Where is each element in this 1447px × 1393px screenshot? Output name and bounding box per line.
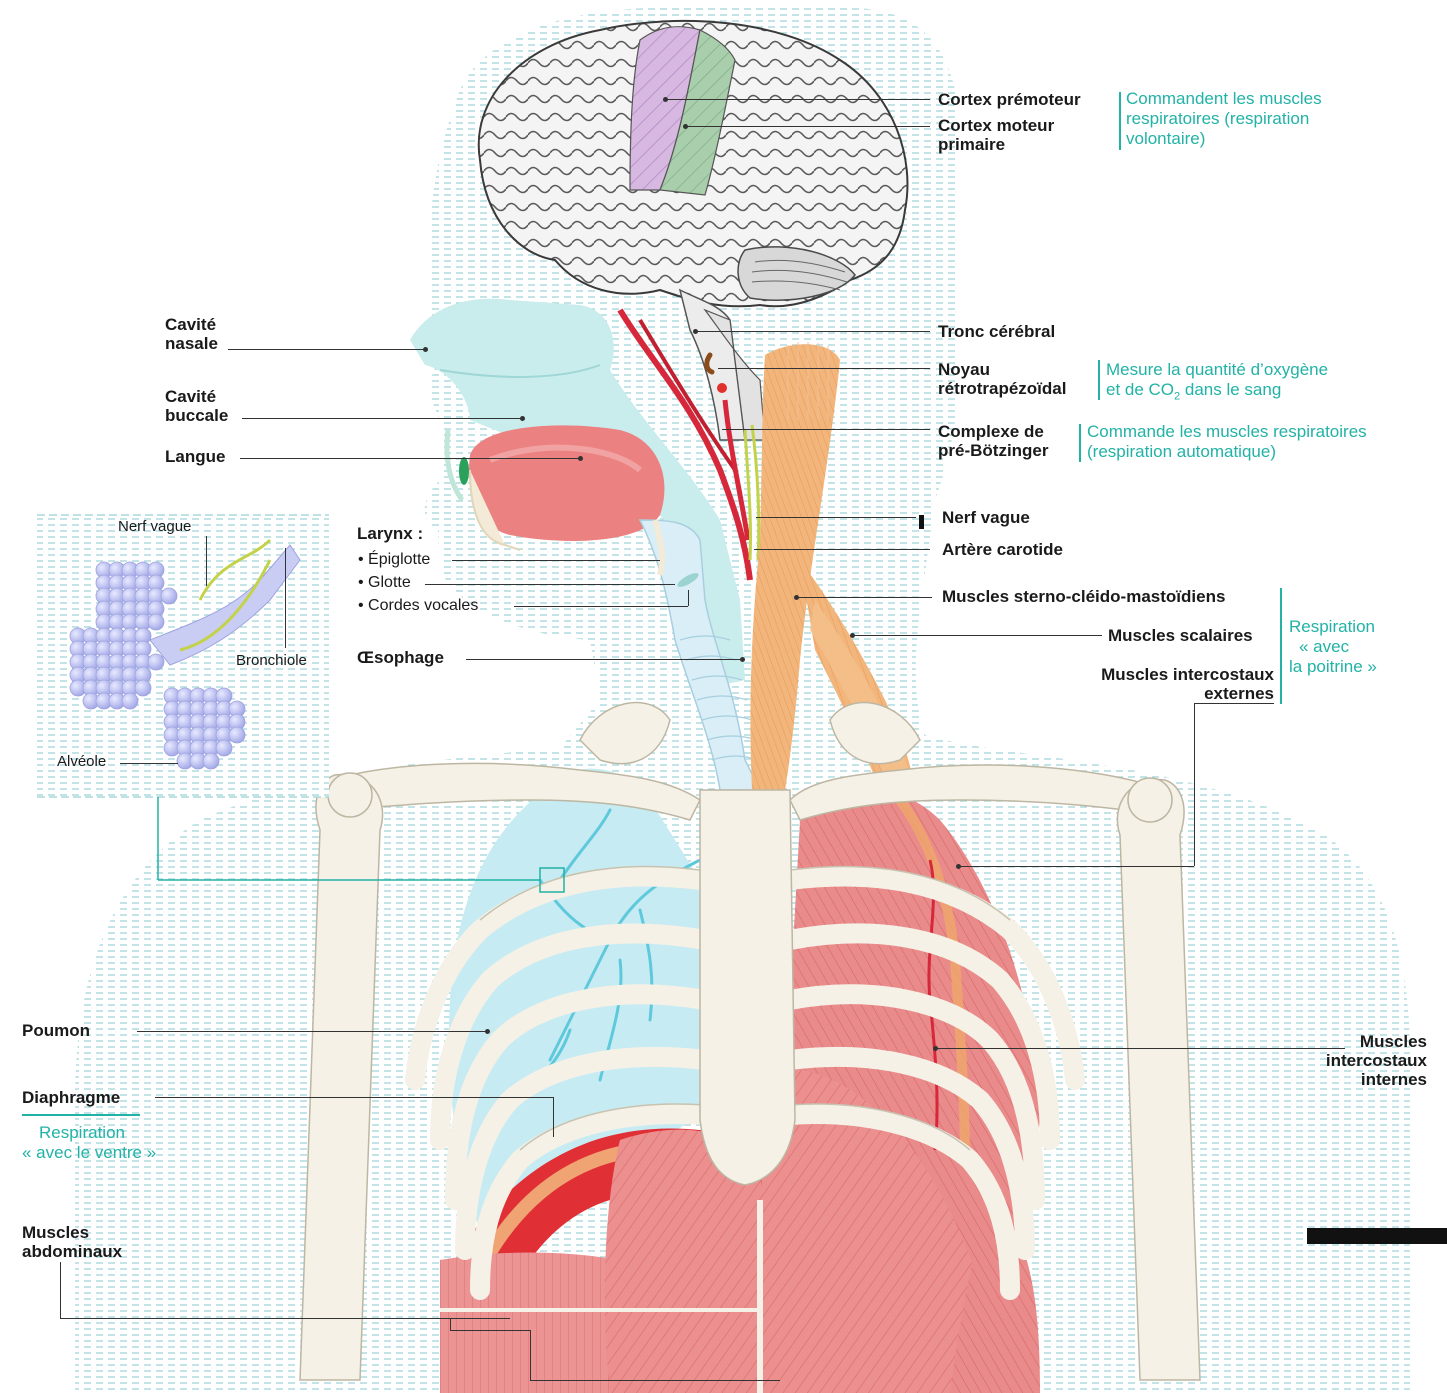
bracket-complexe xyxy=(1079,424,1081,462)
dot-intercostaux-int xyxy=(933,1046,938,1051)
alveolus xyxy=(161,588,177,604)
label-artere-carotide: Artère carotide xyxy=(942,540,1063,559)
leader-diaphragme-v xyxy=(553,1097,554,1137)
leader-abdominaux-h2 xyxy=(450,1330,530,1331)
leader-intercostaux-ext-h xyxy=(1194,703,1274,704)
alveolus xyxy=(135,680,151,696)
tongue-shape xyxy=(469,425,664,541)
underline-diaphragme xyxy=(22,1114,140,1116)
label-scm: Muscles sterno-cléido-mastoïdiens xyxy=(942,587,1225,606)
label-tronc-cerebral: Tronc cérébral xyxy=(938,322,1055,341)
inset-leader-nerf xyxy=(206,536,207,586)
leader-intercostaux-ext-h2 xyxy=(958,866,1194,867)
label-cordes-vocales: • Cordes vocales xyxy=(358,596,478,615)
inset-leader-alveole xyxy=(120,763,178,764)
alveolus xyxy=(148,654,164,670)
alveolus xyxy=(203,753,219,769)
label-langue: Langue xyxy=(165,447,225,466)
leader-abdominaux-v2 xyxy=(450,1318,451,1330)
leader-poumon xyxy=(137,1031,487,1032)
label-larynx: Larynx : xyxy=(357,524,423,543)
bracket-noyau xyxy=(1098,360,1100,400)
inset-label-bronchiole: Bronchiole xyxy=(236,651,307,670)
leader-cavite-buccale xyxy=(242,418,522,419)
leader-cordes-v xyxy=(688,590,689,606)
inset-label-nerf-vague: Nerf vague xyxy=(118,517,191,536)
label-poumon: Poumon xyxy=(22,1021,90,1040)
label-cortex-premoteur: Cortex prémoteur xyxy=(938,90,1081,109)
dot-scalaires xyxy=(850,633,855,638)
sternum xyxy=(700,790,795,1185)
leader-abdominaux-h3 xyxy=(530,1380,780,1381)
leader-cordes xyxy=(514,606,688,607)
leader-oesophage xyxy=(466,659,742,660)
dot-premoteur xyxy=(663,97,668,102)
note-noyau: Mesure la quantité d’oxygène et de CO2 d… xyxy=(1106,360,1328,406)
note-complexe: Commande les muscles respiratoires(respi… xyxy=(1087,422,1367,462)
leader-glotte xyxy=(425,584,675,585)
leader-abdominaux-v3 xyxy=(530,1330,531,1380)
leader-premoteur xyxy=(665,99,930,100)
leader-abdominaux-v xyxy=(60,1262,61,1318)
leader-intercostaux-ext-v xyxy=(1194,703,1195,866)
inset-label-alveole: Alvéole xyxy=(57,752,106,771)
dot-oesophage xyxy=(740,657,745,662)
label-nerf-vague: Nerf vague xyxy=(942,508,1030,527)
leader-langue xyxy=(240,458,580,459)
label-oesophage: Œsophage xyxy=(357,648,444,667)
leader-tronc xyxy=(695,331,930,332)
label-scalaires: Muscles scalaires xyxy=(1108,626,1253,645)
leader-diaphragme xyxy=(155,1097,553,1098)
inset-leader-bronchiole xyxy=(285,548,286,648)
dot-cavite-nasale xyxy=(423,347,428,352)
dot-intercostaux-ext xyxy=(956,864,961,869)
alveolus xyxy=(148,614,164,630)
leader-abdominaux-h xyxy=(60,1318,510,1319)
dot-moteur xyxy=(683,124,688,129)
dot-scm xyxy=(794,595,799,600)
dot-poumon xyxy=(485,1029,490,1034)
leader-nerf xyxy=(756,517,916,518)
alveolus xyxy=(229,727,245,743)
dot-tronc xyxy=(693,329,698,334)
leader-scm xyxy=(796,597,932,598)
alveolus xyxy=(216,740,232,756)
leader-artere xyxy=(754,549,930,550)
leader-scalaires xyxy=(852,635,1102,636)
leader-epiglotte xyxy=(452,560,660,561)
leader-moteur xyxy=(685,126,930,127)
dot-cavite-buccale xyxy=(520,416,525,421)
leader-intercostaux-int xyxy=(935,1048,1345,1049)
leader-cavite-nasale xyxy=(228,349,425,350)
alveolus xyxy=(122,693,138,709)
leader-noyau xyxy=(718,368,930,369)
note-ventre: Respiration« avec le ventre » xyxy=(22,1123,142,1163)
leader-complexe xyxy=(722,429,930,430)
bracket-poitrine xyxy=(1280,588,1282,704)
label-epiglotte: • Épiglotte xyxy=(358,550,430,569)
label-glotte: • Glotte xyxy=(358,573,411,592)
bracket-cortex xyxy=(1119,92,1121,150)
label-diaphragme: Diaphragme xyxy=(22,1088,120,1107)
dot-langue xyxy=(578,456,583,461)
